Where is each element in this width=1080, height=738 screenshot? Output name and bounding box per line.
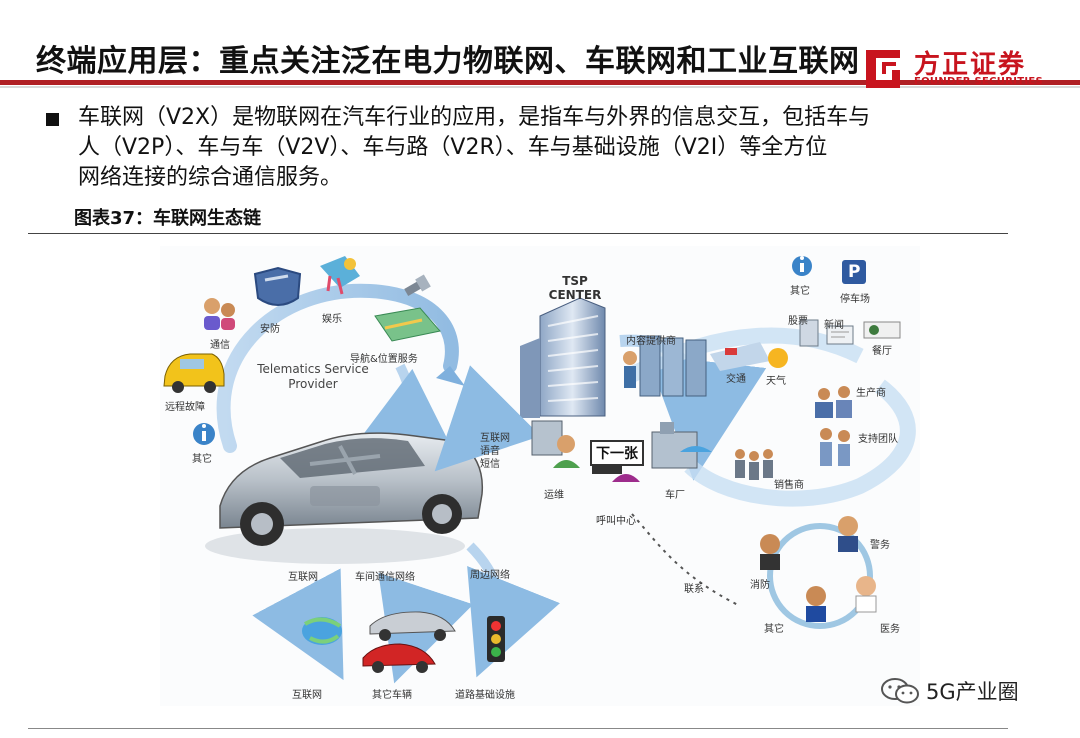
label-v2v-net: 车间通信网络 bbox=[355, 572, 415, 583]
label-link: 联系 bbox=[684, 584, 704, 595]
info-icon bbox=[792, 256, 812, 276]
provider-line: Telematics Service bbox=[257, 362, 369, 376]
label-internet-net: 互联网 bbox=[288, 572, 318, 583]
bottom-rule bbox=[28, 728, 1008, 729]
dealer-flow-arrow bbox=[684, 379, 916, 507]
label-traffic: 交通 bbox=[726, 374, 746, 385]
watermark: 5G产业圈 bbox=[880, 675, 1019, 707]
tsp-line: CENTER bbox=[548, 288, 602, 302]
weather-sun-icon bbox=[768, 348, 788, 368]
red-car-icon bbox=[362, 643, 436, 673]
tsp-to-car-arrow bbox=[434, 365, 541, 472]
label-other-left: 其它 bbox=[192, 454, 212, 465]
map-navigation-icon bbox=[374, 307, 441, 342]
info-icon bbox=[193, 423, 215, 445]
label-factory: 车厂 bbox=[665, 490, 685, 501]
label-security: 安防 bbox=[260, 324, 280, 335]
label-dealer: 销售商 bbox=[774, 480, 804, 491]
label-producer: 生产商 bbox=[856, 388, 886, 399]
tsp-center-label: TSP CENTER bbox=[540, 274, 610, 302]
bullet-line: 车联网（V2X）是物联网在汽车行业的应用，是指车与外界的信息交互，包括车与 bbox=[78, 105, 871, 130]
label-navigation: 导航&位置服务 bbox=[350, 354, 418, 365]
other-person-icon bbox=[806, 586, 826, 622]
provider-line: Provider bbox=[288, 377, 338, 391]
label-parking: 停车场 bbox=[840, 294, 870, 305]
diagram-canvas bbox=[160, 246, 920, 706]
title-divider-shadow bbox=[0, 86, 1080, 88]
wechat-icon bbox=[881, 678, 919, 704]
logo-english: FOUNDER SECURITIES bbox=[914, 76, 1044, 87]
dealer-people-icon bbox=[735, 449, 773, 480]
company-logo: 方正证券 FOUNDER SECURITIES bbox=[862, 42, 1072, 90]
logo-mark-icon bbox=[866, 50, 900, 88]
tsp-loop-arrow bbox=[619, 334, 767, 481]
figure-rule bbox=[28, 233, 1008, 234]
voice-line: 短信 bbox=[480, 459, 500, 470]
bullet-line: 人（V2P）、车与车（V2V）、车与路（V2R）、车与基础设施（V2I）等全方位 bbox=[78, 135, 828, 160]
ecosystem-diagram: 通信 安防 娱乐 导航&位置服务 远程故障 其它 Telematics Serv… bbox=[160, 246, 920, 706]
voice-line: 语音 bbox=[480, 446, 500, 457]
tsp-line: TSP bbox=[562, 274, 588, 288]
silver-car-icon bbox=[369, 611, 456, 641]
label-road-infra: 道路基础设施 bbox=[455, 690, 515, 701]
globe-icon bbox=[302, 617, 342, 645]
bullet-paragraph: 车联网（V2X）是物联网在汽车行业的应用，是指车与外界的信息交互，包括车与 人（… bbox=[78, 103, 958, 193]
label-weather: 天气 bbox=[766, 376, 786, 387]
car-image bbox=[205, 432, 484, 564]
label-remote-diag: 远程故障 bbox=[165, 402, 205, 413]
label-police: 警务 bbox=[870, 540, 890, 551]
label-support: 支持团队 bbox=[858, 434, 898, 445]
logo-name: 方正证券 bbox=[914, 50, 1027, 80]
firefighter-icon bbox=[760, 534, 780, 570]
bullet-line: 网络连接的综合通信服务。 bbox=[78, 165, 343, 190]
label-other-right: 其它 bbox=[790, 286, 810, 297]
entertainment-icon bbox=[320, 256, 360, 295]
support-team-icon bbox=[820, 428, 850, 466]
producer-people-icon bbox=[815, 386, 852, 418]
person-pair-icon bbox=[204, 298, 235, 330]
label-call-center: 呼叫中心 bbox=[596, 516, 636, 527]
voice-line: 互联网 bbox=[480, 433, 510, 444]
call-link-dotted bbox=[631, 513, 741, 607]
traffic-scene-icon bbox=[710, 342, 770, 371]
server-rack-icon bbox=[623, 335, 707, 397]
watermark-text: 5G产业圈 bbox=[926, 680, 1019, 704]
label-content-provider: 内容提供商 bbox=[626, 336, 676, 347]
title-divider bbox=[0, 80, 1080, 85]
doctor-icon bbox=[855, 576, 877, 613]
label-stocks: 股票 bbox=[788, 316, 808, 327]
provider-to-car-arrow bbox=[345, 363, 458, 459]
label-entertainment: 娱乐 bbox=[322, 314, 342, 325]
shield-icon bbox=[253, 266, 302, 306]
label-internet-bottom: 互联网 bbox=[292, 690, 322, 701]
provider-label: Telematics Service Provider bbox=[248, 362, 378, 392]
news-icon bbox=[826, 325, 854, 345]
traffic-light-icon bbox=[487, 616, 505, 662]
label-comm: 通信 bbox=[210, 340, 230, 351]
operations-person-icon bbox=[531, 420, 580, 468]
service-arc bbox=[216, 283, 459, 453]
label-news: 新闻 bbox=[824, 320, 844, 331]
label-other-vehicle: 其它车辆 bbox=[372, 690, 412, 701]
satellite-icon bbox=[404, 274, 431, 296]
next-sign: 下一张 bbox=[590, 440, 644, 466]
police-icon bbox=[838, 516, 858, 552]
parking-icon bbox=[842, 260, 866, 284]
label-restaurant: 餐厅 bbox=[872, 346, 892, 357]
label-surround-net: 周边网络 bbox=[470, 570, 510, 581]
restaurant-icon bbox=[863, 321, 901, 339]
emergency-ring bbox=[767, 523, 873, 629]
bullet-square-icon bbox=[46, 113, 59, 126]
figure-caption: 图表37：车联网生态链 bbox=[74, 208, 262, 229]
label-other-emergency: 其它 bbox=[764, 624, 784, 635]
label-operations: 运维 bbox=[544, 490, 564, 501]
parking-glyph: P bbox=[848, 262, 861, 282]
voice-channel-label: 互联网 语音 短信 bbox=[480, 432, 510, 471]
factory-icon bbox=[651, 422, 712, 469]
remote-car-icon bbox=[163, 353, 225, 393]
label-fire: 消防 bbox=[750, 580, 770, 591]
label-medical: 医务 bbox=[880, 624, 900, 635]
page-title: 终端应用层：重点关注泛在电力物联网、车联网和工业互联网 bbox=[36, 44, 860, 79]
stocks-icon bbox=[799, 319, 819, 347]
